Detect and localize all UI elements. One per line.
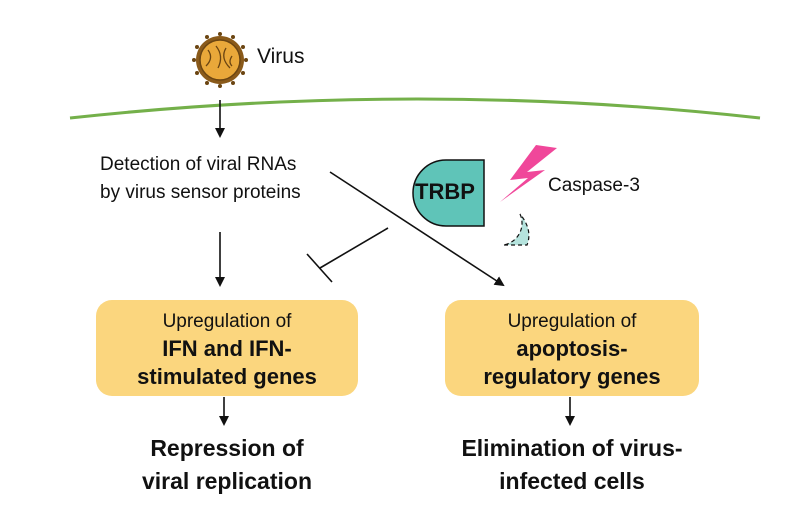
virus-particle-icon (192, 32, 248, 88)
ifn-box-line-1: Upregulation of (162, 311, 292, 332)
elimination-line-1: Elimination of virus- (461, 435, 683, 461)
repression-line-2: viral replication (141, 468, 312, 494)
ifn-box-line-2: IFN and IFN- (162, 336, 292, 361)
ifn-upregulation-box: Upregulation of IFN and IFN- stimulated … (96, 300, 358, 396)
cleaved-fragment-icon (502, 213, 530, 246)
lightning-bolt-icon (500, 145, 557, 202)
elimination-outcome: Elimination of virus- infected cells (415, 432, 729, 498)
apoptosis-box-line-2: apoptosis- (516, 336, 628, 361)
elimination-line-2: infected cells (499, 468, 645, 494)
apoptosis-box-line-3: regulatory genes (483, 364, 661, 389)
apoptosis-upregulation-box: Upregulation of apoptosis- regulatory ge… (445, 300, 699, 396)
cell-membrane-line (69, 97, 761, 120)
arrow-detection-to-apoptosis (329, 171, 505, 287)
detection-label: Detection of viral RNAs by virus sensor … (100, 151, 301, 207)
repression-outcome: Repression of viral replication (96, 432, 358, 498)
virus-label: Virus (257, 45, 305, 68)
detection-line-2: by virus sensor proteins (100, 182, 301, 203)
trbp-label: TRBP (415, 179, 475, 204)
repression-line-1: Repression of (150, 435, 304, 461)
inhibition-symbol (306, 227, 389, 283)
ifn-box-line-3: stimulated genes (137, 364, 317, 389)
apoptosis-box-line-1: Upregulation of (507, 311, 637, 332)
detection-line-1: Detection of viral RNAs (100, 154, 297, 175)
trbp-protein-shape (412, 159, 485, 227)
caspase-label: Caspase-3 (548, 175, 640, 196)
